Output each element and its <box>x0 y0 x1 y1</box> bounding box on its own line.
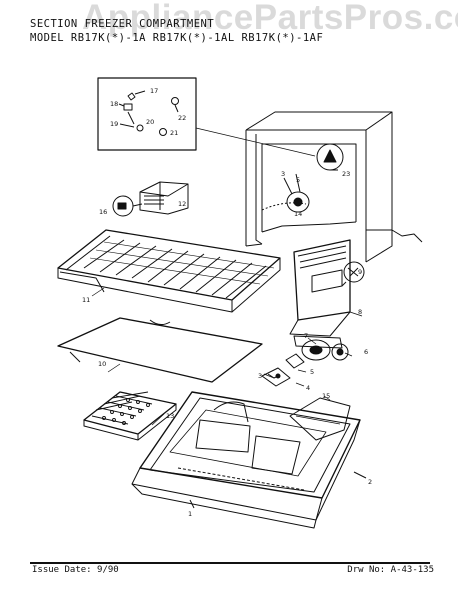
exploded-parts-diagram: 17 18 22 20 19 21 12 16 23 3 5 14 9 11 8… <box>57 77 423 529</box>
part-18 <box>123 103 133 111</box>
callout: 6 <box>364 348 368 356</box>
part-9 <box>343 261 365 283</box>
part-15 <box>289 397 351 441</box>
callout: 13 <box>166 412 174 420</box>
footer-rule <box>30 562 430 564</box>
callout: 9 <box>358 268 362 276</box>
callout: 23 <box>342 170 350 178</box>
callout: 3 <box>258 372 262 380</box>
callout: 11 <box>82 296 90 304</box>
drawing-number: Drw No: A-43-135 <box>347 565 434 575</box>
fan-motor-assembly <box>261 339 349 387</box>
part-6 <box>331 343 349 361</box>
model-line: MODEL RB17K(*)-1A RB17K(*)-1AL RB17K(*)-… <box>30 32 324 44</box>
watermark: AppliancePartsPros.com <box>82 0 458 37</box>
footer: Issue Date: 9/90 Drw No: A-43-135 <box>0 562 458 600</box>
header: AppliancePartsPros.com SECTION FREEZER C… <box>0 0 458 44</box>
freezer-shelf <box>57 229 281 313</box>
callout: 17 <box>150 87 158 95</box>
callout-labels: 17 18 22 20 19 21 12 16 23 3 5 14 9 11 8… <box>82 87 372 518</box>
callout: 1 <box>188 510 192 518</box>
part-20 <box>136 124 144 132</box>
callout: 19 <box>110 120 118 128</box>
part-17 <box>127 92 136 101</box>
callout: 8 <box>358 308 362 316</box>
part-22 <box>171 97 179 105</box>
small-parts-inset <box>97 77 316 157</box>
liner-sheet <box>57 317 263 383</box>
leader-lines <box>91 287 363 426</box>
issue-date: Issue Date: 9/90 <box>32 565 119 575</box>
callout: 20 <box>146 118 154 126</box>
section-title: SECTION FREEZER COMPARTMENT <box>30 18 215 30</box>
part-12-bracket <box>112 181 189 217</box>
callout: 7 <box>304 332 308 340</box>
callout: 5 <box>310 368 314 376</box>
callout: 3 <box>281 170 285 178</box>
callout: 22 <box>178 114 186 122</box>
callout: 2 <box>368 478 372 486</box>
callout: 16 <box>99 208 107 216</box>
part-14-detail <box>286 191 310 213</box>
callout: 4 <box>306 384 310 392</box>
part-5 <box>285 353 305 369</box>
callout: 5 <box>296 176 300 184</box>
freezer-base <box>131 391 367 529</box>
callout: 18 <box>110 100 118 108</box>
callout: 10 <box>98 360 106 368</box>
callout: 21 <box>170 129 178 137</box>
cabinet-corner <box>245 111 423 263</box>
callout: 14 <box>294 210 302 218</box>
evaporator-cover <box>289 239 365 349</box>
ice-tray <box>83 391 177 441</box>
part-21 <box>159 128 167 136</box>
part-4 <box>261 367 291 387</box>
callout: 12 <box>178 200 186 208</box>
callout: 15 <box>322 392 330 400</box>
